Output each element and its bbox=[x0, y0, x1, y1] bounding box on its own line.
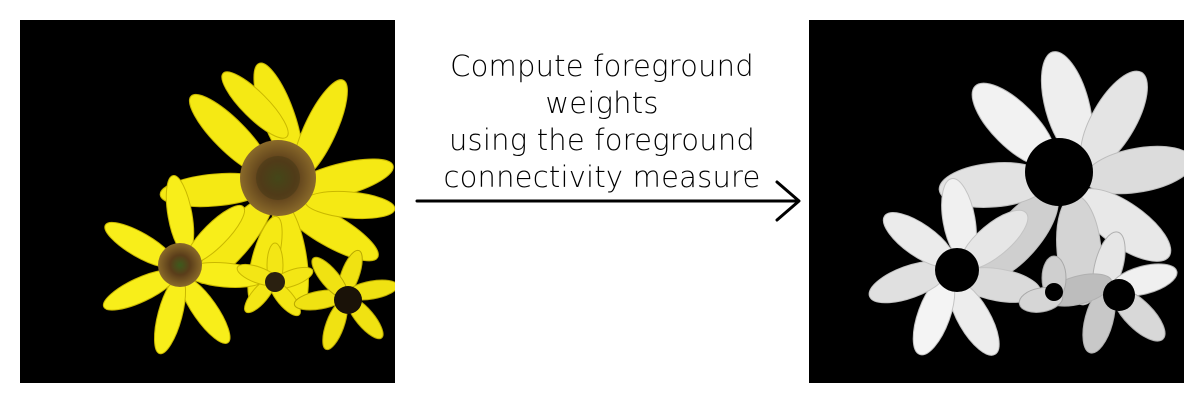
large-flower-weights bbox=[938, 51, 1184, 306]
large-sunflower bbox=[159, 62, 395, 310]
caption-text: Compute foreground weights using the for… bbox=[395, 48, 809, 196]
input-image-panel bbox=[20, 20, 395, 383]
caption-line-1: Compute foreground weights bbox=[450, 49, 754, 120]
left-flower-weights bbox=[868, 178, 1041, 356]
small-flower-bottom bbox=[236, 242, 314, 317]
weight-map-panel bbox=[809, 20, 1184, 383]
caption-line-2: using the foreground bbox=[448, 123, 756, 157]
right-arrow-icon bbox=[415, 180, 801, 222]
right-flower-weights bbox=[1018, 231, 1178, 354]
sunflower-image bbox=[102, 62, 395, 355]
small-flower-right bbox=[293, 249, 395, 351]
caption-line-3: connectivity measure bbox=[443, 160, 761, 194]
foreground-weight-image bbox=[868, 51, 1184, 356]
